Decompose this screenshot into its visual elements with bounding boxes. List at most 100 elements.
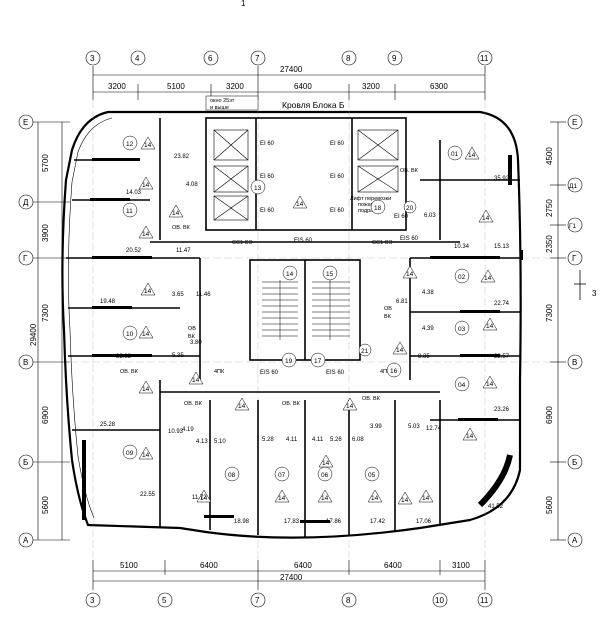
axis-right-A: А bbox=[572, 536, 578, 545]
area: 22.55 bbox=[140, 492, 156, 498]
lift-shafts bbox=[213, 129, 399, 221]
room-num: 14 bbox=[401, 497, 409, 504]
ei-label-3: EI 60 bbox=[260, 174, 275, 180]
room-num: 14 bbox=[142, 386, 150, 393]
area: 18.98 bbox=[234, 519, 250, 525]
area: 6.03 bbox=[424, 213, 436, 219]
room-num: 14 bbox=[468, 152, 476, 159]
cc-label-2: СС1 СЭ bbox=[372, 240, 392, 246]
room-num: 14 bbox=[396, 347, 404, 354]
bottom-dim-3: 6400 bbox=[294, 561, 312, 570]
room-num: 14 bbox=[321, 495, 329, 502]
apt-09: 09 bbox=[126, 450, 134, 457]
area: 17.42 bbox=[370, 519, 386, 525]
window-note-line2: и выше bbox=[210, 105, 229, 111]
room-num: 14 bbox=[486, 381, 494, 388]
window-walls bbox=[82, 155, 523, 523]
area: 10.93 bbox=[168, 429, 184, 435]
axis-bottom-10: 10 bbox=[435, 596, 444, 605]
axis-bottom-3: 3 bbox=[90, 596, 95, 605]
axis-right-B: Б bbox=[572, 458, 577, 467]
apt-03: 03 bbox=[458, 326, 466, 333]
room-num: 14 bbox=[144, 142, 152, 149]
room-num: 14 bbox=[484, 275, 492, 282]
axis-bottom-8: 8 bbox=[346, 596, 351, 605]
top-total-dim: 27400 bbox=[280, 65, 303, 74]
ei-label-5: EI 60 bbox=[260, 208, 275, 214]
bottom-dim-4: 6400 bbox=[384, 561, 402, 570]
core-13: 13 bbox=[254, 185, 262, 192]
axis-bottom-5: 5 bbox=[162, 596, 167, 605]
area: 4.38 bbox=[422, 290, 434, 296]
apt-07: 07 bbox=[278, 472, 286, 479]
room-num: 14 bbox=[192, 377, 200, 384]
axis-top-4: 4 bbox=[135, 54, 140, 63]
axis-left-E: Е bbox=[23, 118, 28, 127]
area: 4.39 bbox=[422, 326, 434, 332]
apt-06: 06 bbox=[321, 472, 329, 479]
apt-12: 12 bbox=[126, 141, 134, 148]
core-14: 14 bbox=[286, 271, 294, 278]
grid-lines bbox=[70, 100, 550, 560]
area: 10.34 bbox=[454, 244, 470, 250]
apt-04: 04 bbox=[458, 382, 466, 389]
axis-top-7: 7 bbox=[255, 54, 260, 63]
ei-label-6: EI 60 bbox=[330, 208, 345, 214]
right-dim-4: 7300 bbox=[545, 304, 554, 322]
top-dim-2: 5100 bbox=[167, 82, 185, 91]
axis-right-D1: Д1 bbox=[569, 183, 577, 190]
left-dim-3: 7300 bbox=[41, 304, 50, 322]
axis-left-A: А bbox=[23, 536, 29, 545]
area: 4.11 bbox=[312, 437, 324, 443]
area: 5.26 bbox=[330, 437, 342, 443]
area: 11.47 bbox=[176, 248, 191, 254]
core-19: 18 bbox=[374, 205, 382, 212]
room-num: 14 bbox=[144, 288, 152, 295]
top-dimensions bbox=[92, 66, 486, 100]
room-num: 14 bbox=[172, 210, 180, 217]
axis-top-11: 11 bbox=[480, 54, 489, 63]
area: 4.08 bbox=[186, 182, 198, 188]
area: 5.28 bbox=[262, 437, 274, 443]
right-dim-1: 4500 bbox=[545, 147, 554, 165]
axis-right-G: Г bbox=[572, 254, 577, 263]
axis-left-B: Б bbox=[23, 458, 28, 467]
room-num: 14 bbox=[142, 452, 150, 459]
axis-left-V: В bbox=[23, 358, 28, 367]
ei-label-7: EI 60 bbox=[394, 214, 409, 220]
area: 5.03 bbox=[408, 424, 420, 430]
ei-label-4: EI 60 bbox=[330, 174, 345, 180]
right-dim-3: 2350 bbox=[545, 235, 554, 253]
vk-label-2: ВК bbox=[384, 314, 392, 320]
room-num: 14 bbox=[371, 495, 379, 502]
section-mark-label: 3 bbox=[592, 289, 597, 298]
left-axes bbox=[18, 114, 34, 548]
axis-right-E: Е bbox=[572, 118, 577, 127]
right-dim-6: 5600 bbox=[545, 496, 554, 514]
axis-bottom-11: 11 bbox=[480, 596, 489, 605]
room-num: 14 bbox=[296, 201, 304, 208]
area: 6.81 bbox=[396, 299, 408, 305]
area: 22.57 bbox=[494, 354, 510, 360]
eis-label-2: EIS 60 bbox=[400, 236, 419, 242]
area: 15.13 bbox=[494, 244, 510, 250]
core-18: 16 bbox=[390, 368, 398, 375]
area: 20.52 bbox=[126, 248, 142, 254]
window-note-line1: окно 25эт bbox=[210, 98, 235, 104]
core-21: 21 bbox=[361, 348, 369, 355]
room-num: 14 bbox=[466, 433, 474, 440]
room-num: 14 bbox=[486, 323, 494, 330]
area: 4.19 bbox=[182, 427, 194, 433]
area: 23.82 bbox=[174, 154, 190, 160]
room-num: 14 bbox=[482, 215, 490, 222]
area: 35.92 bbox=[494, 176, 510, 182]
room-num: 14 bbox=[278, 495, 286, 502]
room-areas: 23.82 14.03 4.08 20.52 11.47 19.48 3.65 … bbox=[100, 154, 510, 525]
shaft-label-4: ОВ. ВК bbox=[184, 401, 203, 407]
area: 22.83 bbox=[116, 354, 132, 360]
left-dim-2: 3900 bbox=[41, 224, 50, 242]
right-dim-2: 2750 bbox=[545, 199, 554, 217]
axis-bottom-7: 7 bbox=[255, 596, 260, 605]
core-17: 17 bbox=[314, 358, 322, 365]
